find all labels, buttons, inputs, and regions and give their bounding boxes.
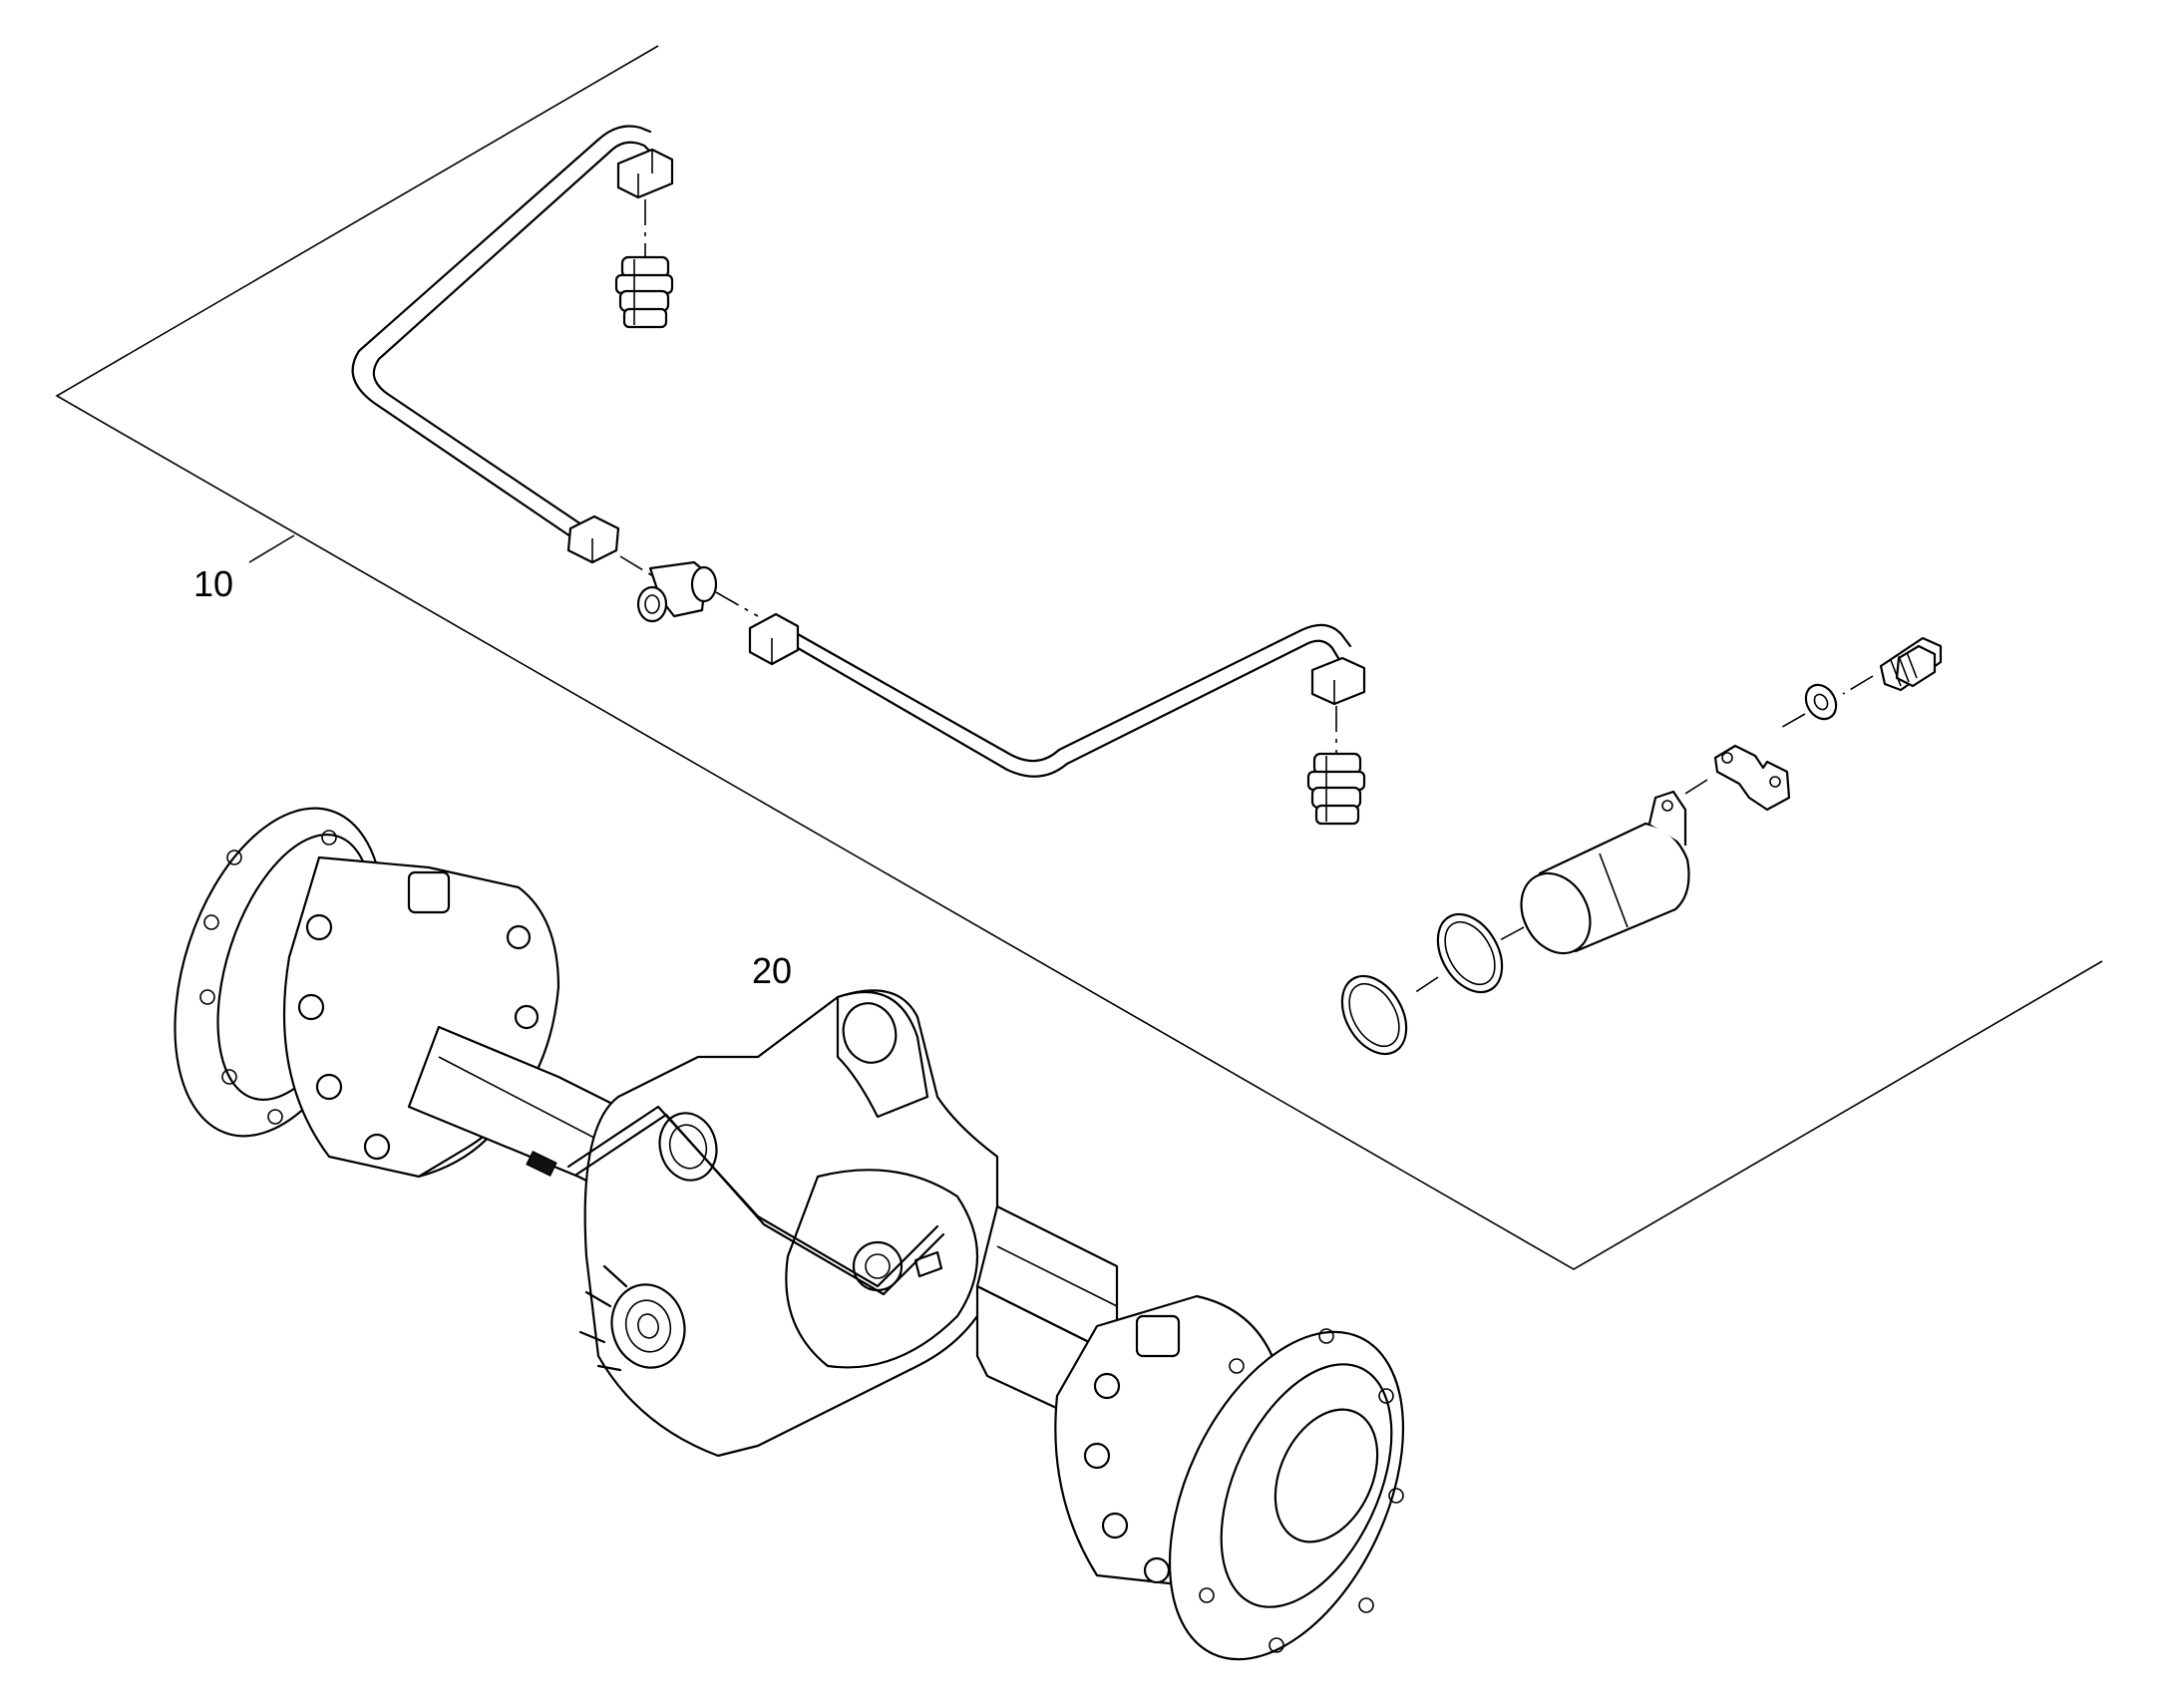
axis-line-tee-right (715, 591, 759, 617)
callout-10[interactable]: 10 (193, 534, 295, 604)
leader-line-10 (248, 534, 295, 563)
pipe-nut-top[interactable] (616, 148, 674, 199)
bolt[interactable] (1879, 636, 1943, 692)
o-ring-2[interactable] (1329, 965, 1419, 1066)
brake-pipe-lower[interactable] (796, 623, 1352, 778)
callout-label-20: 20 (752, 950, 792, 991)
axle-brake-pipe (566, 1105, 945, 1296)
axis-line-o-ring (1413, 976, 1439, 994)
axis-line-cylinder (1497, 926, 1525, 942)
right-hub-flange (1168, 1328, 1405, 1661)
differential-carrier (583, 989, 999, 1458)
washer[interactable] (1800, 679, 1842, 724)
cylinder-sleeve[interactable] (1508, 790, 1690, 965)
axis-line-bracket (1684, 779, 1708, 795)
bracket-clamp[interactable] (1713, 744, 1791, 812)
axis-line-tee-left (619, 555, 654, 577)
assembly-boundary (55, 45, 2103, 1270)
adapter-fitting-top[interactable] (614, 255, 674, 329)
axis-line-washer (1776, 713, 1806, 731)
axle-assembly[interactable] (137, 782, 1450, 1696)
callout-label-10: 10 (193, 563, 233, 604)
pipe-nut-right[interactable] (748, 612, 800, 666)
axis-line-bolt (1842, 675, 1874, 695)
brake-pipe-upper[interactable] (351, 125, 652, 540)
o-ring-1[interactable] (1425, 903, 1515, 1004)
pipe-nut-lower[interactable] (1310, 656, 1366, 706)
tee-fitting[interactable] (636, 560, 718, 623)
pipe-nut-left[interactable] (566, 514, 620, 564)
input-flange (578, 1264, 686, 1372)
callout-20[interactable]: 20 (752, 950, 792, 991)
adapter-fitting-lower[interactable] (1306, 752, 1366, 826)
